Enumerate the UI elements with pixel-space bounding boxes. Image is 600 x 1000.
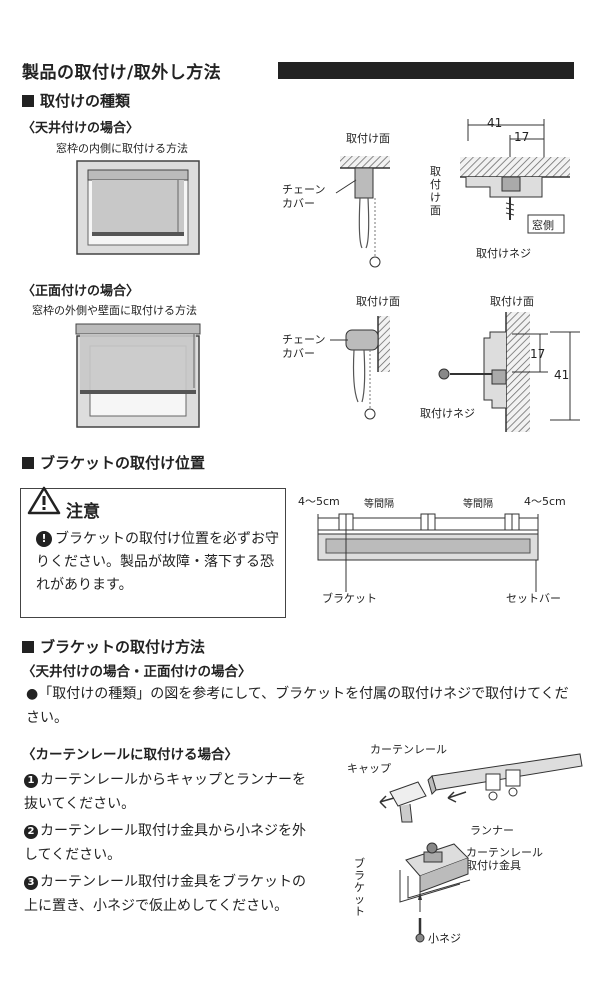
bracket-label: ブラケット bbox=[322, 592, 377, 605]
setbar-label: セットバー bbox=[506, 592, 561, 605]
dim-right-label: 4～5cm bbox=[524, 495, 566, 508]
ceiling-caption: 窓枠の内側に取付ける方法 bbox=[56, 142, 188, 155]
bullet-dot-icon: ● bbox=[26, 686, 39, 702]
front-surface-label-2: 取付け面 bbox=[490, 295, 534, 308]
front-heading: 〈正面付けの場合〉 bbox=[22, 284, 140, 299]
ceiling-dim-inner: 17 bbox=[514, 130, 530, 144]
step-number-icon: 3 bbox=[24, 876, 38, 890]
step-number-icon: 1 bbox=[24, 774, 38, 788]
equal-spacing-label-2: 等間隔 bbox=[463, 499, 493, 510]
dim-left-label: 4～5cm bbox=[298, 495, 340, 508]
caution-title: 注意 bbox=[66, 502, 100, 522]
cap-label: キャップ bbox=[347, 762, 391, 775]
ceiling-dim-outer: 41 bbox=[487, 116, 503, 130]
front-caption: 窓枠の外側や壁面に取付ける方法 bbox=[32, 304, 197, 317]
small-screw-label: 小ネジ bbox=[428, 932, 461, 945]
ceiling-bracket-diagram bbox=[335, 156, 390, 268]
method-heading: ブラケットの取付け方法 bbox=[22, 636, 205, 657]
bracket-position-diagram bbox=[317, 513, 539, 592]
method-bullet: ●「取付けの種類」の図を参考にして、ブラケットを付属の取付けネジで取付けてくださ… bbox=[26, 686, 569, 726]
runner-label: ランナー bbox=[470, 824, 514, 837]
square-bullet-icon bbox=[22, 641, 34, 653]
front-dimension-diagram bbox=[438, 312, 580, 432]
equal-spacing-label-1: 等間隔 bbox=[364, 499, 394, 510]
front-dim-outer: 41 bbox=[554, 368, 570, 382]
ceiling-dimension-diagram bbox=[460, 119, 570, 234]
title-bar-decoration bbox=[278, 62, 574, 79]
ceiling-window-illustration bbox=[76, 160, 200, 255]
caution-body: !ブラケットの取付け位置を必ずお守りください。製品が故障・落下する恐れがあります… bbox=[36, 531, 279, 593]
exclamation-icon: ! bbox=[36, 531, 52, 547]
rail-bracket-label: ブ ラ ケ ッ ト bbox=[354, 857, 365, 918]
square-bullet-icon bbox=[22, 95, 34, 107]
front-screw-label: 取付けネジ bbox=[420, 407, 475, 420]
front-window-illustration bbox=[75, 323, 201, 428]
fitting-label: カーテンレール 取付け金具 bbox=[466, 846, 543, 872]
types-heading: 取付けの種類 bbox=[22, 90, 130, 111]
caution-box bbox=[20, 488, 286, 618]
ceiling-screw-label: 取付けネジ bbox=[476, 247, 531, 260]
front-surface-label: 取付け面 bbox=[356, 295, 400, 308]
window-side-label: 窓側 bbox=[532, 219, 554, 232]
warning-icon bbox=[27, 486, 61, 515]
ceiling-chain-cover-label: チェーン カバー bbox=[282, 183, 326, 210]
curtain-rail-diagram bbox=[379, 753, 583, 943]
front-dim-inner: 17 bbox=[530, 347, 546, 361]
front-chain-cover-label: チェーン カバー bbox=[282, 333, 326, 360]
rail-label: カーテンレール bbox=[370, 743, 447, 756]
front-bracket-diagram bbox=[330, 316, 390, 420]
square-bullet-icon bbox=[22, 457, 34, 469]
ceiling-heading: 〈天井付けの場合〉 bbox=[22, 121, 140, 136]
ceiling-surface-label: 取付け面 bbox=[346, 132, 390, 145]
method-subheading: 〈天井付けの場合・正面付けの場合〉 bbox=[22, 664, 252, 680]
ceiling-side-surface-label: 取 付 け 面 bbox=[430, 165, 441, 217]
step-number-icon: 2 bbox=[24, 825, 38, 839]
position-heading: ブラケットの取付け位置 bbox=[22, 452, 205, 473]
rail-heading: 〈カーテンレールに取付ける場合〉 bbox=[22, 747, 238, 763]
page-title: 製品の取付け/取外し方法 bbox=[22, 63, 222, 83]
